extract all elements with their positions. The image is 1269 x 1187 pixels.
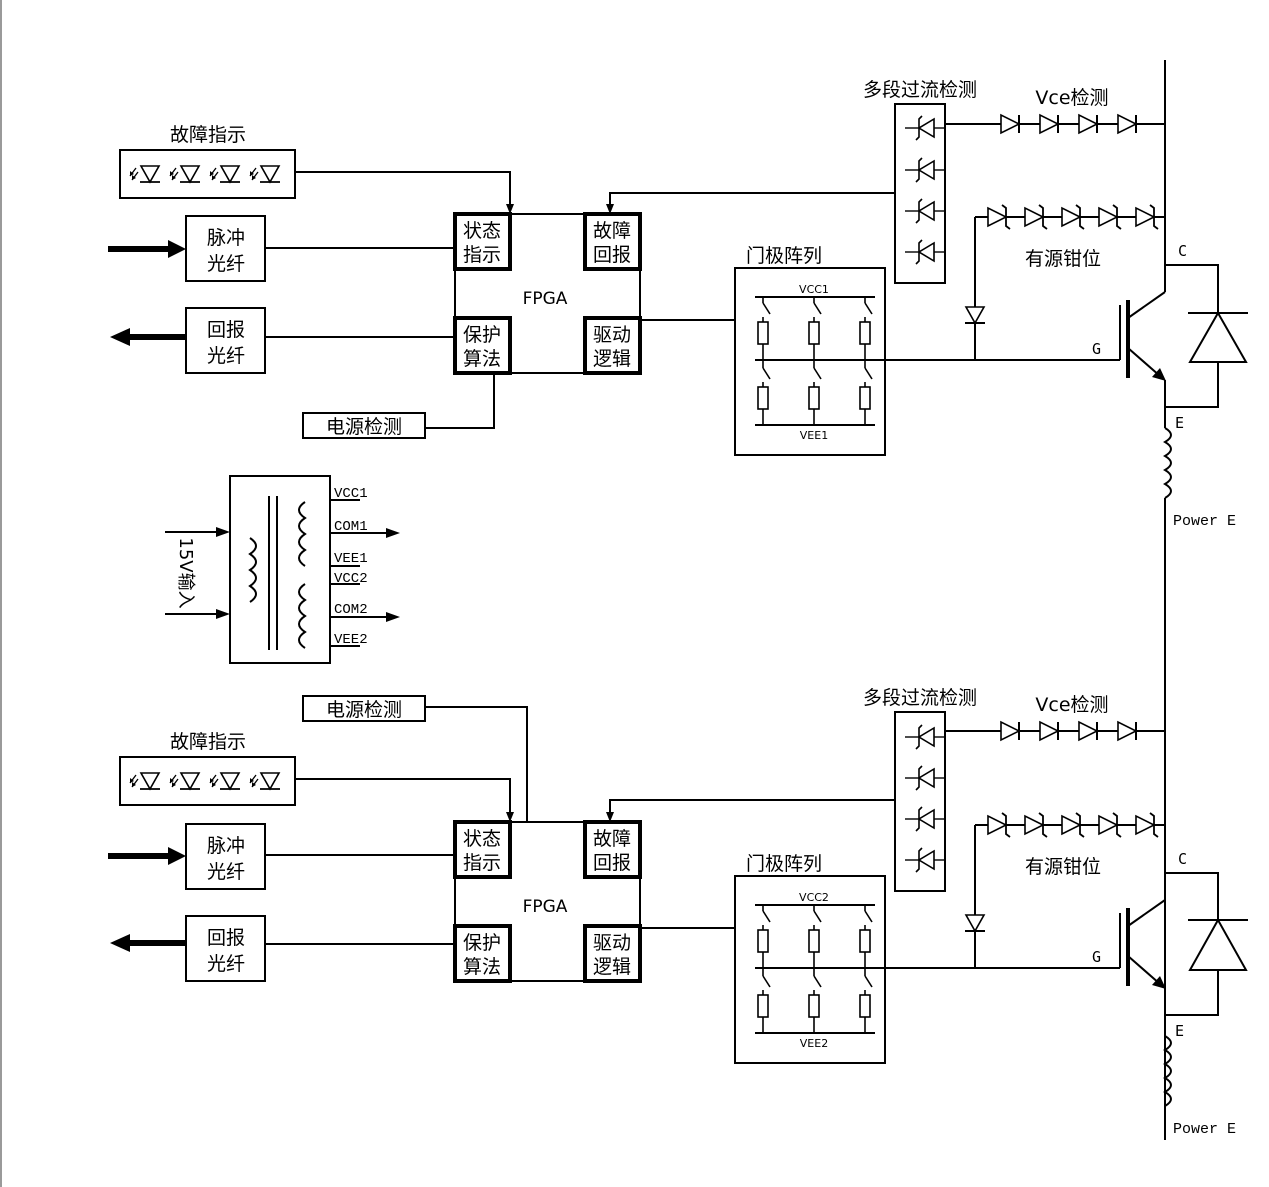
fault-indicator-label: 故障指示 <box>170 731 246 753</box>
gate-array-vee-label: VEE2 <box>800 1037 828 1050</box>
upper-driver-channel: 故障指示 脉冲 光纤 回报 光纤 FPGA 状态 指示 故障 回报 <box>108 60 1248 530</box>
power-emitter-label: Power E <box>1173 513 1236 530</box>
status-indicator-block <box>453 820 512 879</box>
pulse-fiber-label-2: 光纤 <box>207 253 245 275</box>
pulse-input-arrow-icon <box>168 240 186 258</box>
pulse-fiber-label-1: 脉冲 <box>207 227 245 249</box>
rail-vee2-label: VEE2 <box>334 632 368 648</box>
fault-report-block <box>583 212 642 271</box>
clamp-diode-icon <box>964 914 986 933</box>
gate-array-vcc-label: VCC2 <box>799 891 829 904</box>
drive-logic-block <box>583 316 642 375</box>
pulse-fiber-label-2: 光纤 <box>207 861 245 883</box>
transformer-windings-icon <box>248 496 307 650</box>
multi-overcurrent-block <box>894 103 946 284</box>
drive-logic-block <box>583 924 642 983</box>
fault-report-label-1: 故障 <box>593 828 631 850</box>
gate-terminal-label: G <box>1092 948 1101 966</box>
isolated-power-supply: 15V输入 VCC1 COM1 VEE1 VCC2 COM2 VEE2 <box>165 475 400 664</box>
transformer-block <box>229 475 331 664</box>
report-output-arrow-icon <box>110 934 130 952</box>
gate-array-block <box>734 875 886 1064</box>
igbt-transistor-icon <box>1119 899 1166 1036</box>
clamp-diode-icon <box>964 306 986 325</box>
report-fiber-label-2: 光纤 <box>207 345 245 367</box>
igbt-transistor-icon <box>1119 291 1166 428</box>
drive-logic-label-2: 逻辑 <box>593 348 631 370</box>
status-indicator-label-2: 指示 <box>463 244 501 266</box>
collector-terminal-label: C <box>1178 850 1187 868</box>
drive-logic-label-2: 逻辑 <box>593 956 631 978</box>
active-clamp-label: 有源钳位 <box>1025 856 1101 878</box>
gate-array-vee-label: VEE1 <box>800 429 828 442</box>
power-emitter-label: Power E <box>1173 1121 1236 1138</box>
fault-report-label-2: 回报 <box>593 244 631 266</box>
pulse-fiber-block <box>185 215 266 282</box>
freewheel-diode-icon <box>1188 310 1248 363</box>
rail-vcc2-label: VCC2 <box>334 571 368 587</box>
power-detect-block <box>302 412 426 439</box>
gate-terminal-label: G <box>1092 340 1101 358</box>
status-indicator-label-1: 状态 <box>463 220 501 242</box>
emitter-terminal-label: E <box>1175 1022 1184 1040</box>
fpga-label: FPGA <box>523 897 568 917</box>
drive-logic-label-1: 驱动 <box>593 932 631 954</box>
multi-overcurrent-label: 多段过流检测 <box>863 79 977 101</box>
report-output-arrow-icon <box>110 328 130 346</box>
multi-overcurrent-block <box>894 711 946 892</box>
gate-array-block <box>734 267 886 456</box>
rail-com2-label: COM2 <box>334 602 368 618</box>
power-detect-label: 电源检测 <box>326 699 402 721</box>
rail-com1-label: COM1 <box>334 519 368 535</box>
fault-indicator-label: 故障指示 <box>170 124 246 146</box>
protection-algorithm-block <box>453 924 512 983</box>
protection-algorithm-label-2: 算法 <box>463 956 501 978</box>
pulse-input-arrow-icon <box>168 847 186 865</box>
power-detect-block <box>302 695 426 722</box>
drive-logic-label-1: 驱动 <box>593 324 631 346</box>
supply-input-label: 15V输入 <box>175 537 196 608</box>
fpga-label: FPGA <box>523 289 568 309</box>
emitter-inductor-icon <box>1163 1035 1172 1107</box>
status-indicator-label-1: 状态 <box>463 828 501 850</box>
lower-driver-channel: 电源检测 故障指示 脉冲 光纤 回报 光纤 FPGA 状态 指示 故障 回报 <box>108 687 1248 1138</box>
protection-algorithm-label-1: 保护 <box>463 932 501 954</box>
protection-algorithm-block <box>453 316 512 375</box>
gate-array-vcc-label: VCC1 <box>799 283 829 296</box>
vce-detect-label: Vce检测 <box>1035 87 1108 109</box>
status-indicator-block <box>453 212 512 271</box>
emitter-inductor-icon <box>1163 427 1172 499</box>
report-fiber-label-1: 回报 <box>207 319 245 341</box>
gate-resistor-array <box>757 297 873 425</box>
fault-report-block <box>583 820 642 879</box>
pulse-fiber-block <box>185 823 266 890</box>
freewheel-diode-icon <box>1188 917 1248 971</box>
pulse-fiber-label-1: 脉冲 <box>207 835 245 857</box>
emitter-terminal-label: E <box>1175 414 1184 432</box>
active-clamp-label: 有源钳位 <box>1025 248 1101 270</box>
status-indicator-label-2: 指示 <box>463 852 501 874</box>
gate-array-label: 门极阵列 <box>746 853 822 875</box>
power-detect-label: 电源检测 <box>326 416 402 438</box>
report-fiber-label-1: 回报 <box>207 927 245 949</box>
multi-overcurrent-label: 多段过流检测 <box>863 687 977 709</box>
report-fiber-label-2: 光纤 <box>207 953 245 975</box>
rail-vcc1-label: VCC1 <box>334 486 368 502</box>
protection-algorithm-label-1: 保护 <box>463 324 501 346</box>
vce-detect-label: Vce检测 <box>1035 694 1108 716</box>
rail-vee1-label: VEE1 <box>334 551 368 567</box>
gate-resistor-array <box>757 905 873 1033</box>
fault-report-label-2: 回报 <box>593 852 631 874</box>
report-fiber-block <box>185 307 266 374</box>
report-fiber-block <box>185 915 266 982</box>
fault-report-label-1: 故障 <box>593 220 631 242</box>
gate-array-label: 门极阵列 <box>746 245 822 267</box>
protection-algorithm-label-2: 算法 <box>463 348 501 370</box>
collector-terminal-label: C <box>1178 242 1187 260</box>
